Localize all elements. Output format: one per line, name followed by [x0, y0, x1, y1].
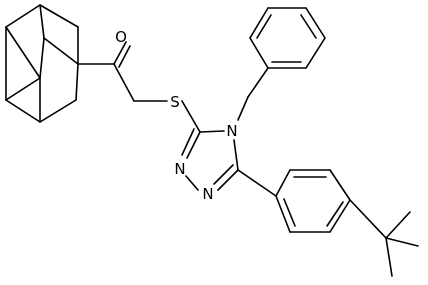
bond: [305, 37, 326, 69]
bond: [237, 169, 277, 197]
bond: [39, 4, 45, 39]
bond: [305, 7, 326, 39]
bond: [329, 169, 351, 201]
bond: [5, 4, 41, 28]
bond: [385, 237, 419, 247]
bond: [5, 26, 41, 79]
nitrogen-n1-label: N: [202, 185, 213, 203]
bond: [75, 63, 79, 101]
bond: [213, 164, 234, 185]
bond: [217, 169, 239, 191]
bond: [181, 128, 195, 156]
adamantane-cage: [5, 4, 79, 123]
bond: [275, 195, 291, 233]
bond: [349, 199, 387, 239]
bond: [329, 199, 351, 233]
triazole-ring: [181, 128, 239, 191]
bond: [283, 198, 296, 227]
bond: [256, 14, 272, 39]
ketone-linker: [77, 41, 201, 133]
bond: [247, 67, 269, 98]
n-phenyl-ring: [237, 7, 326, 121]
bond: [199, 130, 225, 133]
nitrogen-n2-label: N: [174, 160, 185, 178]
bond: [113, 41, 127, 65]
bond: [181, 100, 201, 133]
bond: [39, 99, 77, 123]
bond: [186, 131, 201, 159]
bond: [43, 37, 79, 65]
bond: [5, 99, 41, 123]
bond: [300, 14, 317, 39]
bond: [326, 201, 344, 227]
bond: [233, 139, 239, 171]
bond: [118, 45, 131, 68]
bond: [275, 169, 291, 197]
bond: [385, 237, 393, 277]
bond: [39, 4, 79, 28]
bond: [385, 211, 411, 239]
bond: [185, 175, 199, 191]
tert-butyl-group: [349, 199, 419, 277]
bond: [237, 96, 249, 121]
bond: [249, 37, 269, 69]
bond: [5, 77, 41, 101]
tert-butylphenyl-ring: [237, 169, 351, 233]
bond: [39, 37, 45, 79]
bond: [249, 7, 269, 39]
bond: [113, 63, 135, 102]
oxygen-label: O: [115, 28, 127, 46]
sulfur-label: S: [170, 93, 180, 111]
nitrogen-n4-label: N: [226, 122, 237, 140]
